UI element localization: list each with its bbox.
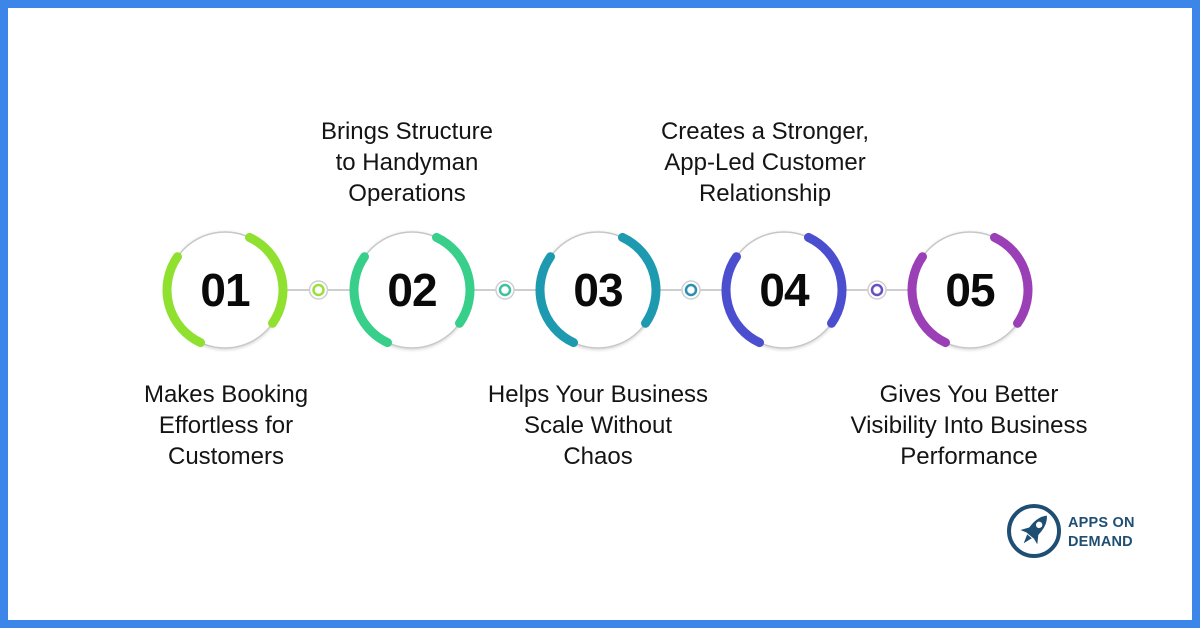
connector-1 [287,280,350,300]
step-2: 02 [349,231,475,349]
step-caption-4: Creates a Stronger, App-Led Customer Rel… [660,118,870,207]
step-number-5: 05 [945,264,995,316]
rocket-icon [1007,504,1061,558]
step-number-2: 02 [387,264,436,316]
logo-line-1: APPS ON [1068,515,1135,531]
step-5: 05 [907,231,1033,349]
step-caption-5: Gives You Better Visibility Into Busines… [850,381,1088,470]
connector-4 [846,280,908,300]
apps-on-demand-logo: APPS ON DEMAND [1006,503,1156,559]
connector-3 [660,280,722,300]
step-number-4: 04 [759,264,810,316]
step-4: 04 [721,231,847,349]
step-caption-1: Makes Booking Effortless for Customers [143,381,309,470]
step-number-3: 03 [573,264,622,316]
step-number-1: 01 [200,264,250,316]
step-caption-3: Helps Your Business Scale Without Chaos [487,381,709,470]
connector-2 [474,280,536,300]
step-3: 03 [535,231,661,349]
logo-text: APPS ON DEMAND [1068,514,1135,552]
step-1: 01 [162,231,288,349]
logo-line-2: DEMAND [1068,534,1133,550]
step-caption-2: Brings Structure to Handyman Operations [320,118,494,207]
